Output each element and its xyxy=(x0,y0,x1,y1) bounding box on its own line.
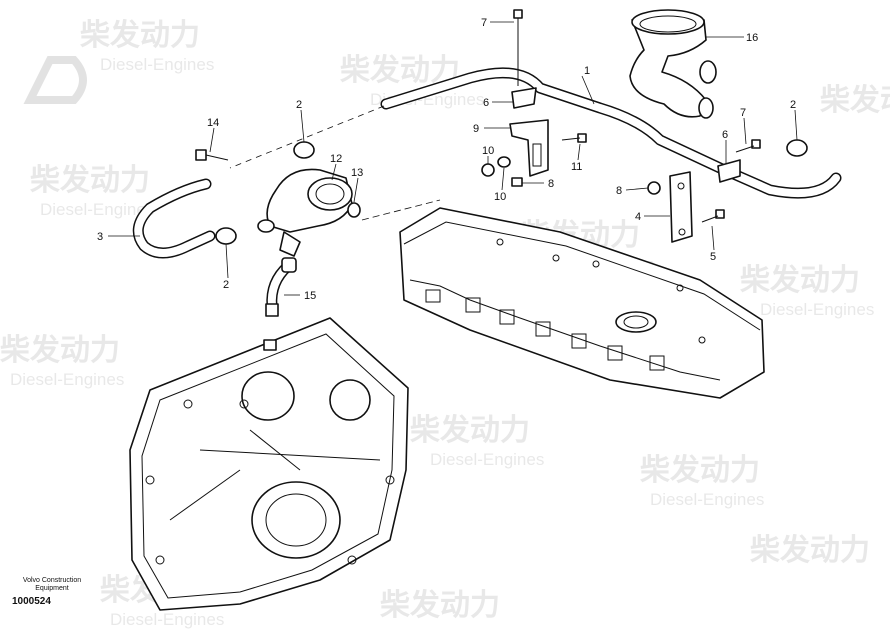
dashed-leader xyxy=(361,199,441,221)
hose-clamp xyxy=(215,139,808,245)
oil-separator xyxy=(257,168,361,257)
valve-cover xyxy=(399,207,765,399)
callout-12: 12 xyxy=(330,153,342,165)
callout-3: 3 xyxy=(97,231,103,243)
callout-10: 10 xyxy=(482,145,494,157)
curved-hose xyxy=(132,178,216,259)
watermark-cn: 柴发动力 xyxy=(820,84,890,117)
watermark-cn: 柴发动力 xyxy=(380,589,500,622)
callout-6: 6 xyxy=(483,97,489,109)
watermark-en: Diesel-Engines xyxy=(110,610,224,629)
callout-7: 7 xyxy=(740,107,746,119)
callout-11: 11 xyxy=(571,161,582,173)
dashed-leader xyxy=(229,105,385,169)
manufacturer-line-2: Equipment xyxy=(35,585,69,592)
callout-5: 5 xyxy=(710,251,716,263)
callout-6: 6 xyxy=(722,129,728,141)
callout-4: 4 xyxy=(635,211,641,223)
callout-2: 2 xyxy=(296,99,302,111)
bolt xyxy=(195,149,229,161)
pipe-clamp xyxy=(511,9,761,183)
watermark-cn: 柴发动力 xyxy=(0,334,120,367)
watermark-en: Diesel-Engines xyxy=(760,300,874,319)
callout-16: 16 xyxy=(746,32,758,44)
watermark-en: Diesel-Engines xyxy=(430,450,544,469)
watermark-cn: 柴发动力 xyxy=(410,414,530,447)
callout-8: 8 xyxy=(548,178,554,190)
callout-14: 14 xyxy=(207,117,219,129)
bracket xyxy=(481,119,587,187)
callout-2: 2 xyxy=(223,279,229,291)
breather-pipe xyxy=(380,67,842,199)
callout-8: 8 xyxy=(616,185,622,197)
manufacturer-label: Volvo Construction Equipment xyxy=(6,577,98,593)
drain-pipe xyxy=(265,257,297,317)
callout-1: 1 xyxy=(584,65,590,77)
callout-15: 15 xyxy=(304,290,316,302)
watermark-cn: 柴发动力 xyxy=(30,164,150,197)
callout-leaders xyxy=(108,21,798,296)
watermark-cn: 柴发动力 xyxy=(750,534,870,567)
support-bracket xyxy=(647,171,725,243)
callout-9: 9 xyxy=(473,123,479,135)
watermark-cn: 柴发动力 xyxy=(80,19,200,52)
callout-7: 7 xyxy=(481,17,487,29)
watermark-en: Diesel-Engines xyxy=(10,370,124,389)
watermark-cn: 柴发动力 xyxy=(640,454,760,487)
callout-2: 2 xyxy=(790,99,796,111)
callout-10: 10 xyxy=(494,191,506,203)
watermark-cn: 柴发动力 xyxy=(340,54,460,87)
watermark-logo xyxy=(23,56,87,104)
watermark-layer: 柴发动力 Diesel-Engines 柴发动力 Diesel-Engines … xyxy=(0,19,890,629)
drawing-id: 1000524 xyxy=(12,596,51,607)
elbow-hose xyxy=(629,9,717,119)
watermark-en: Diesel-Engines xyxy=(40,200,154,219)
manufacturer-line-1: Volvo Construction xyxy=(22,577,82,584)
gear-housing xyxy=(129,317,409,611)
callout-13: 13 xyxy=(351,167,363,179)
callout-labels: 1 2 2 2 3 4 5 6 6 7 7 8 8 9 10 10 11 12 … xyxy=(97,17,796,302)
watermark-cn: 柴发动力 xyxy=(740,264,860,297)
watermark-en: Diesel-Engines xyxy=(650,490,764,509)
watermark-en: Diesel-Engines xyxy=(100,55,214,74)
